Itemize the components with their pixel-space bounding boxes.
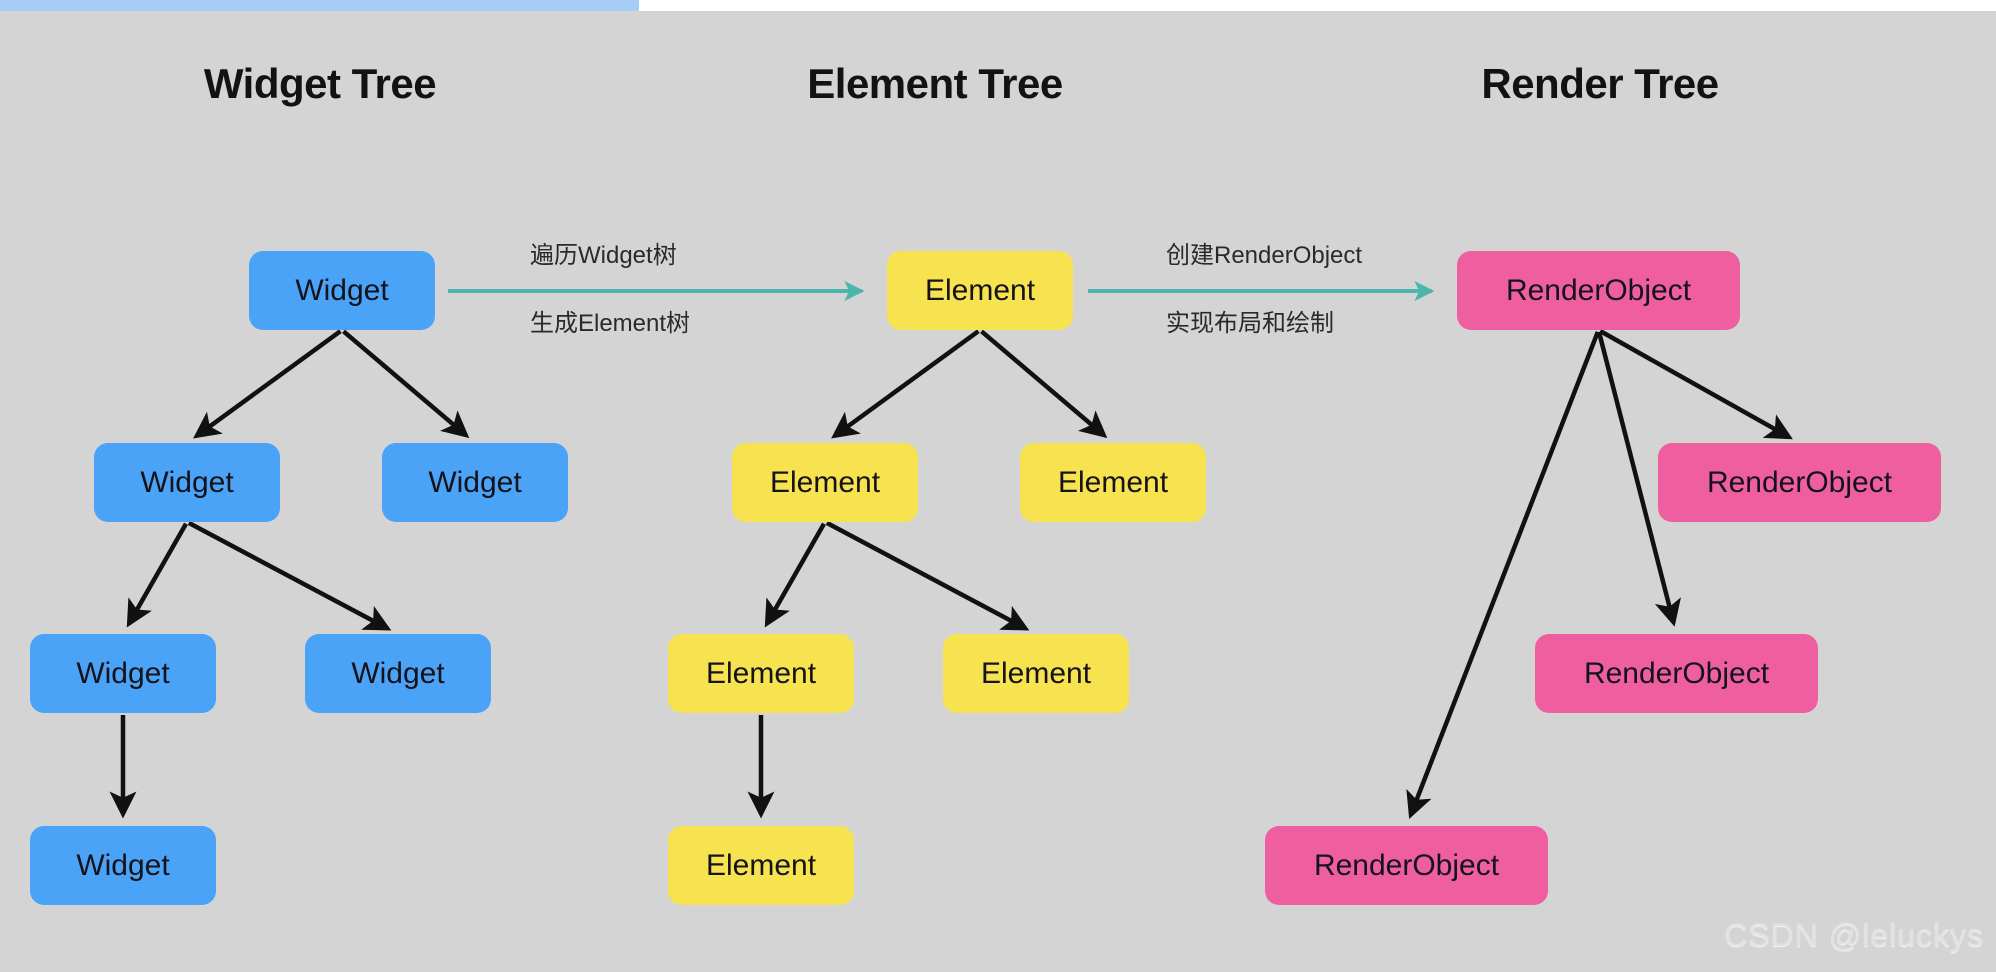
- tree-edge-arrow: [980, 329, 1108, 439]
- node-label: Widget: [76, 656, 170, 690]
- widget-tree-title: Widget Tree: [203, 60, 437, 107]
- node-label: RenderObject: [1505, 273, 1692, 307]
- node-label: RenderObject: [1313, 848, 1500, 882]
- node-widget: Widget: [305, 634, 491, 713]
- node-element: Element: [943, 634, 1129, 713]
- tree-edge-arrow: [342, 329, 470, 439]
- node-render: RenderObject: [1457, 251, 1740, 330]
- node-label: Widget: [76, 848, 170, 882]
- csdn-watermark: CSDN @leluckys: [1724, 917, 1984, 953]
- annotation-widget-to-element: 遍历Widget树 生成Element树: [530, 205, 690, 375]
- node-label: Element: [980, 656, 1092, 690]
- node-label: Element: [705, 848, 817, 882]
- node-label: Element: [1057, 465, 1169, 499]
- tree-edge-arrow: [825, 520, 1030, 631]
- node-element: Element: [887, 251, 1073, 330]
- tree-edge-arrow: [1406, 331, 1600, 819]
- node-element: Element: [732, 443, 918, 522]
- node-render: RenderObject: [1658, 443, 1941, 522]
- annotation-line-1: 创建RenderObject: [1166, 242, 1363, 270]
- node-label: Widget: [428, 465, 522, 499]
- tree-edge-arrow: [764, 522, 826, 628]
- tree-edge-arrow: [831, 329, 980, 439]
- node-widget: Widget: [94, 443, 280, 522]
- node-label: Element: [769, 465, 881, 499]
- node-widget: Widget: [382, 443, 568, 522]
- element-tree-title: Element Tree: [807, 60, 1063, 107]
- render-tree-title: Render Tree: [1481, 60, 1719, 107]
- node-element: Element: [668, 634, 854, 713]
- node-widget: Widget: [249, 251, 435, 330]
- node-render: RenderObject: [1265, 826, 1548, 905]
- node-label: Widget: [351, 656, 445, 690]
- node-element: Element: [1020, 443, 1206, 522]
- node-label: Widget: [140, 465, 234, 499]
- node-label: Element: [924, 273, 1036, 307]
- annotation-element-to-render: 创建RenderObject 实现布局和绘制: [1166, 205, 1362, 375]
- progress-bar-fill: [0, 0, 639, 11]
- annotation-line-1: 遍历Widget树: [530, 242, 677, 270]
- tree-edge-arrow: [1599, 329, 1793, 440]
- tree-edge-group: [109, 329, 1793, 819]
- node-label: RenderObject: [1706, 465, 1893, 499]
- tree-edge-arrow: [126, 522, 188, 628]
- annotation-line-2: 生成Element树: [530, 310, 691, 338]
- node-label: Widget: [295, 273, 389, 307]
- tree-edge-arrow: [187, 520, 392, 631]
- node-element: Element: [668, 826, 854, 905]
- annotation-line-2: 实现布局和绘制: [1166, 310, 1334, 338]
- node-widget: Widget: [30, 826, 216, 905]
- progress-bar-track: [0, 0, 1996, 11]
- node-render: RenderObject: [1535, 634, 1818, 713]
- tree-edge-arrow: [193, 329, 342, 439]
- node-label: Element: [705, 656, 817, 690]
- node-widget: Widget: [30, 634, 216, 713]
- node-label: RenderObject: [1583, 656, 1770, 690]
